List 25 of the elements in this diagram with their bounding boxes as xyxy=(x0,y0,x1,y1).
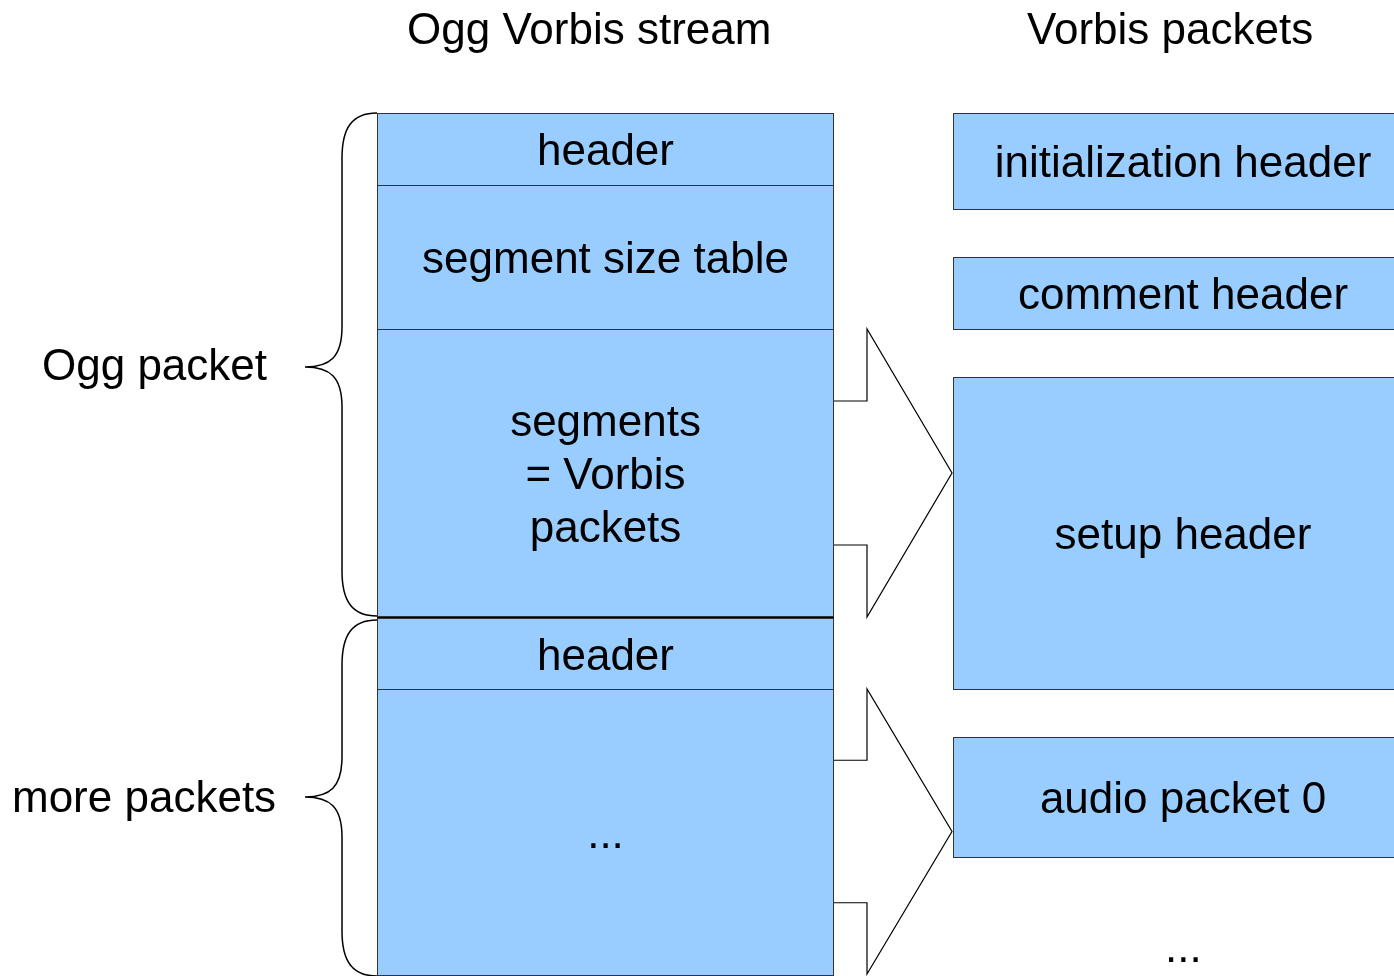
box-label: segment size table xyxy=(422,232,789,284)
packet-box xyxy=(953,257,1394,330)
box-label: audio packet 0 xyxy=(1039,772,1327,824)
packet-box xyxy=(953,737,1394,858)
box-label: header xyxy=(537,124,674,176)
box-label: initialization header xyxy=(994,136,1372,188)
packet-box xyxy=(377,618,834,690)
column-heading: Vorbis packets xyxy=(1027,4,1314,54)
brace-label: Ogg packet xyxy=(42,340,268,390)
packet-box xyxy=(953,113,1394,210)
stream-heading: Ogg Vorbis stream xyxy=(407,4,772,54)
ellipsis: ... xyxy=(1165,922,1202,972)
packet-box xyxy=(377,689,834,976)
box-label: ... xyxy=(587,807,624,859)
packet-box xyxy=(377,185,834,330)
block-arrow xyxy=(833,686,953,976)
box-label: segments = Vorbis packets xyxy=(510,394,701,553)
box-label: comment header xyxy=(1017,268,1349,320)
brace-label: more packets xyxy=(12,772,277,822)
box-label: setup header xyxy=(1054,508,1312,560)
packet-box xyxy=(377,329,834,617)
box-label: header xyxy=(537,628,674,681)
block-arrow xyxy=(833,326,953,620)
packet-box xyxy=(953,377,1394,690)
packet-box xyxy=(377,113,834,186)
